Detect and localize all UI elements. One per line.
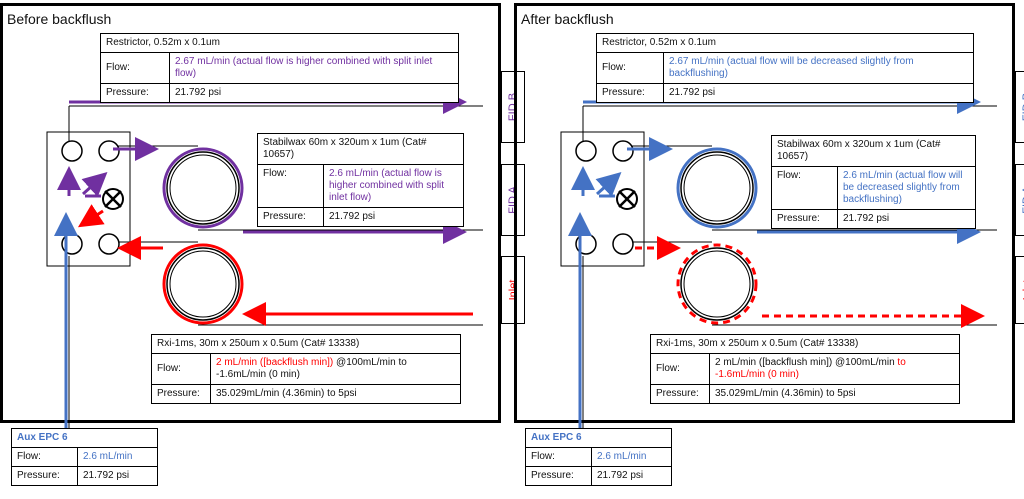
stabilwax-header: Stabilwax 60m x 320um x 1um (Cat# 10657) [257, 133, 464, 165]
rxi-header: Rxi-1ms, 30m x 250um x 0.5um (Cat# 13338… [650, 334, 960, 354]
stabilwax-table: Stabilwax 60m x 320um x 1um (Cat# 10657)… [257, 133, 464, 227]
valve-diag-arrow [81, 171, 108, 197]
closed-valve-icon [102, 188, 124, 210]
stabilwax-coil [676, 147, 758, 229]
stabilwax-table: Stabilwax 60m x 320um x 1um (Cat# 10657)… [771, 135, 976, 229]
pressure-label: Pressure: [596, 83, 664, 103]
aux-flow-value: 2.6 mL/min [591, 447, 672, 467]
flow-label: Flow: [771, 166, 838, 210]
rxi-pressure-value: 35.029mL/min (4.36min) to 5psi [709, 384, 960, 404]
rxi-table: Rxi-1ms, 30m x 250um x 0.5um (Cat# 13338… [650, 334, 960, 404]
rxi-flow-value-black: @100mL/min to -1.6mL/min (0 min) [216, 357, 407, 380]
flow-label: Flow: [525, 447, 592, 467]
flow-label: Flow: [596, 52, 664, 84]
valve-port [98, 140, 120, 162]
restrictor-header: Restrictor, 0.52m x 0.1um [100, 33, 459, 53]
aux-header: Aux EPC 6 [11, 428, 158, 448]
stabilwax-flow-value: 2.6 mL/min (actual flow will be decrease… [837, 166, 976, 210]
aux-pressure-value: 21.792 psi [77, 466, 158, 486]
fid-a-detector: FID A [1015, 164, 1024, 236]
closed-valve-icon [616, 188, 638, 210]
pressure-label: Pressure: [100, 83, 170, 103]
flow-label: Flow: [650, 353, 710, 385]
rxi-table: Rxi-1ms, 30m x 250um x 0.5um (Cat# 13338… [151, 334, 461, 404]
flow-label: Flow: [257, 164, 324, 208]
panel-title: Before backflush [7, 11, 112, 27]
rxi-flow-value: 2 mL/min ([backflush min]) @100mL/min to… [210, 353, 461, 385]
pressure-label: Pressure: [151, 384, 211, 404]
before-flow-diagram [46, 90, 483, 436]
restrictor-pressure-value: 21.792 psi [663, 83, 974, 103]
rxi-coil [676, 243, 758, 325]
restrictor-header: Restrictor, 0.52m x 0.1um [596, 33, 974, 53]
valve-diag-arrow [595, 171, 622, 197]
pressure-label: Pressure: [650, 384, 710, 404]
fid-b-detector: FID B [501, 71, 525, 143]
inlet-detector: Inlet [1015, 256, 1024, 324]
restrictor-pressure-value: 21.792 psi [169, 83, 459, 103]
valve-port [98, 233, 120, 255]
restrictor-table: Restrictor, 0.52m x 0.1um Flow:2.67 mL/m… [100, 33, 459, 103]
flow-label: Flow: [11, 447, 78, 467]
valve-red-diag-arrow [77, 204, 105, 228]
pressure-label: Pressure: [771, 209, 838, 229]
rxi-flow-value-red: 2 mL/min ([backflush min]) [216, 357, 334, 368]
before-aux-epc-table: Aux EPC 6 Flow:2.6 mL/min Pressure:21.79… [11, 428, 158, 486]
valve-box [560, 131, 645, 267]
pressure-label: Pressure: [257, 207, 324, 227]
fid-a-detector: FID A [501, 164, 525, 236]
pressure-label: Pressure: [11, 466, 78, 486]
flow-label: Flow: [100, 52, 170, 84]
aux-pressure-value: 21.792 psi [591, 466, 672, 486]
rxi-header: Rxi-1ms, 30m x 250um x 0.5um (Cat# 13338… [151, 334, 461, 354]
valve-port [61, 140, 83, 162]
stabilwax-pressure-value: 21.792 psi [837, 209, 976, 229]
aux-header: Aux EPC 6 [525, 428, 672, 448]
aux-flow-value: 2.6 mL/min [77, 447, 158, 467]
restrictor-flow-value: 2.67 mL/min (actual flow is higher combi… [169, 52, 459, 84]
rxi-pressure-value: 35.029mL/min (4.36min) to 5psi [210, 384, 461, 404]
rxi-flow-value-red: to -1.6mL/min (0 min) [715, 357, 906, 380]
rxi-flow-value: 2 mL/min ([backflush min]) @100mL/min to… [709, 353, 960, 385]
before-backflush-panel: Before backflush [0, 3, 525, 436]
rxi-coil [162, 243, 244, 325]
rxi-flow-value-black: 2 mL/min ([backflush min]) @100mL/min [715, 357, 895, 368]
stabilwax-pressure-value: 21.792 psi [323, 207, 464, 227]
stabilwax-header: Stabilwax 60m x 320um x 1um (Cat# 10657) [771, 135, 976, 167]
inlet-detector: Inlet [501, 256, 525, 324]
restrictor-flow-value: 2.67 mL/min (actual flow will be decreas… [663, 52, 974, 84]
pressure-label: Pressure: [525, 466, 592, 486]
fid-b-detector: FID B [1015, 71, 1024, 143]
restrictor-table: Restrictor, 0.52m x 0.1um Flow:2.67 mL/m… [596, 33, 974, 103]
valve-port [612, 233, 634, 255]
after-aux-epc-table: Aux EPC 6 Flow:2.6 mL/min Pressure:21.79… [525, 428, 672, 486]
stabilwax-coil [162, 147, 244, 229]
panel-title: After backflush [521, 11, 614, 27]
valve-port [612, 140, 634, 162]
valve-box [46, 131, 131, 267]
valve-port [575, 140, 597, 162]
flow-label: Flow: [151, 353, 211, 385]
after-backflush-panel: After backflush [514, 3, 1024, 436]
stabilwax-flow-value: 2.6 mL/min (actual flow is higher combin… [323, 164, 464, 208]
